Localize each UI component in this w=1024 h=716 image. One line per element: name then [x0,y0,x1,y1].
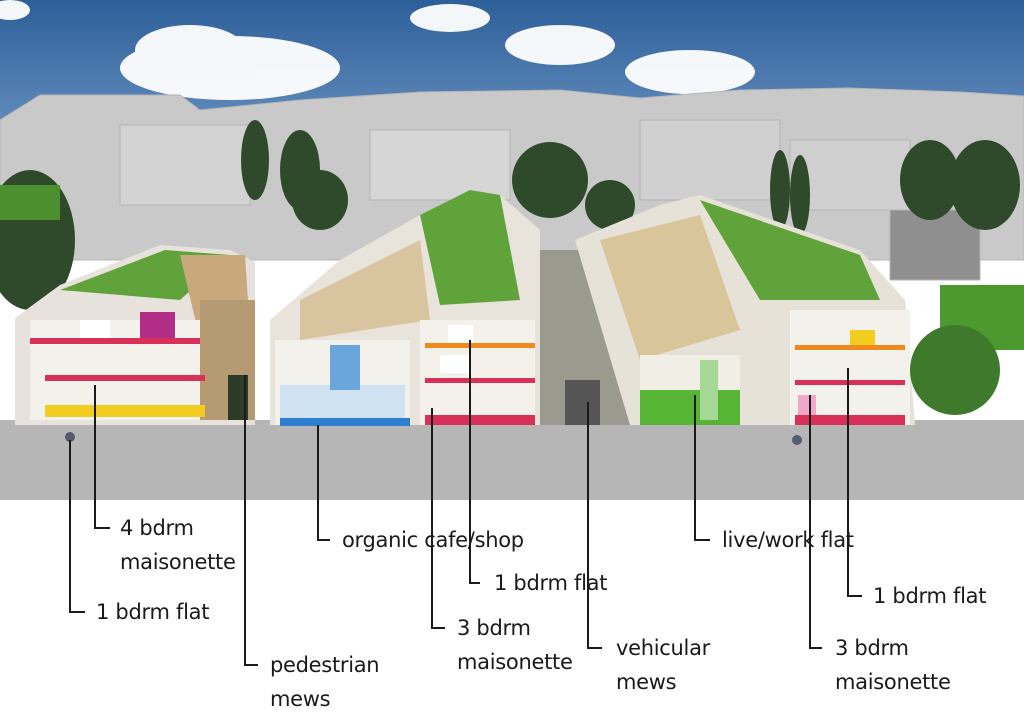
leader-4bdrm [94,385,110,529]
label-vehicular-line2: mews [616,670,677,694]
leader-livework [694,395,710,541]
label-3-bdrm-maisonette-right: 3 bdrm maisonette [835,631,951,699]
label-4-bdrm-line2: maisonette [120,550,236,574]
leader-vehicular [587,402,602,649]
leader-3bdrm-mid [431,408,445,629]
label-pedestrian-mews: pedestrian mews [270,648,380,716]
label-1-bdrm-flat-left: 1 bdrm flat [96,600,210,624]
leader-1bdrm-left [69,440,85,613]
clouds [0,0,755,100]
label-3-bdrm-right-line2: maisonette [835,670,951,694]
label-4-bdrm-line1: 4 bdrm [120,516,194,540]
ground-section [0,420,1024,500]
label-4-bdrm-maisonette: 4 bdrm maisonette [120,511,236,579]
middle-block [270,190,540,426]
leader-3bdrm-right [809,395,822,649]
label-pedestrian-line2: mews [270,687,331,711]
label-vehicular-mews: vehicular mews [616,631,710,699]
label-3-bdrm-mid-line1: 3 bdrm [457,616,531,640]
label-3-bdrm-right-line1: 3 bdrm [835,636,909,660]
label-organic-cafe-shop: organic cafe/shop [342,528,524,552]
label-1-bdrm-flat-right: 1 bdrm flat [873,584,987,608]
leader-organic [317,425,330,541]
leader-1bdrm-right [847,368,862,597]
leader-lines [69,340,862,666]
label-1-bdrm-flat-middle: 1 bdrm flat [494,571,608,595]
label-live-work-flat: live/work flat [722,528,854,552]
leader-1bdrm-mid [469,340,480,584]
label-vehicular-line1: vehicular [616,636,710,660]
lawn-left [0,185,60,220]
label-3-bdrm-maisonette-middle: 3 bdrm maisonette [457,611,573,679]
right-block [575,195,1000,425]
leader-pedestrian [244,375,258,666]
label-3-bdrm-mid-line2: maisonette [457,650,573,674]
label-pedestrian-line1: pedestrian [270,653,380,677]
